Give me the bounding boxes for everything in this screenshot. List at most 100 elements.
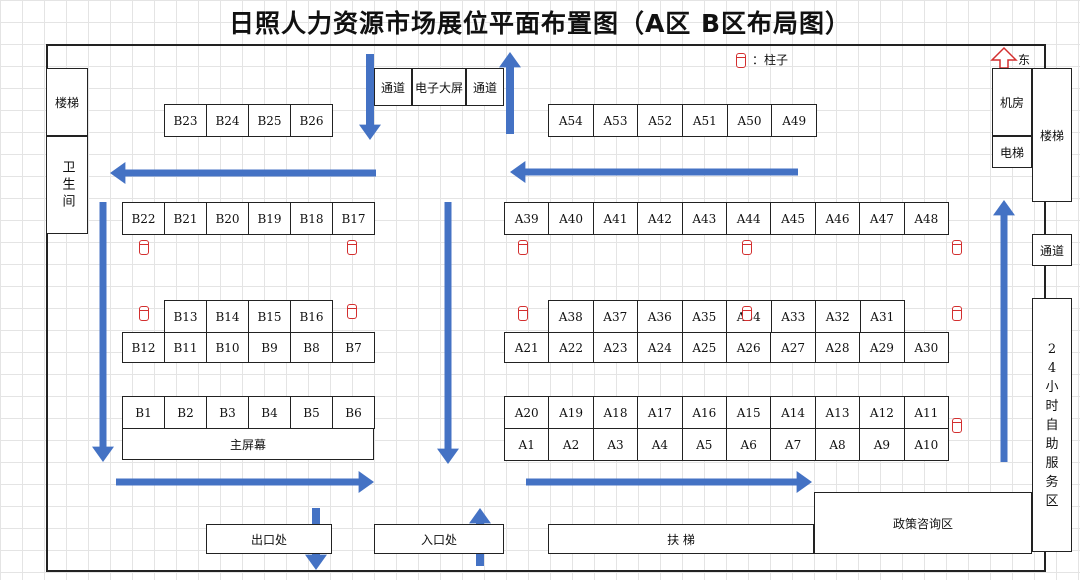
entrance: 入口处 bbox=[374, 524, 504, 554]
booth-a51: A51 bbox=[682, 104, 728, 137]
booth-b6: B6 bbox=[332, 396, 375, 429]
aisle-left-label: 通道 bbox=[380, 80, 405, 95]
stairs-right: 楼梯 bbox=[1032, 68, 1072, 202]
exit: 出口处 bbox=[206, 524, 332, 554]
aisle-left-box: 通道 bbox=[374, 68, 412, 106]
stairs-left: 楼梯 bbox=[46, 68, 88, 136]
booth-a43: A43 bbox=[681, 202, 727, 235]
booth-b23: B23 bbox=[164, 104, 207, 137]
pillar-icon bbox=[139, 240, 149, 255]
booth-a49: A49 bbox=[771, 104, 817, 137]
booth-b1: B1 bbox=[122, 396, 165, 429]
booth-a48: A48 bbox=[903, 202, 949, 235]
main-screen: 主屏幕 bbox=[122, 428, 374, 460]
booth-b19: B19 bbox=[248, 202, 291, 235]
pillar-icon bbox=[952, 306, 962, 321]
escalator-label: 扶 梯 bbox=[667, 532, 695, 547]
booth-a20: A20 bbox=[504, 396, 550, 429]
booth-a8: A8 bbox=[814, 428, 861, 461]
booth-a21: A21 bbox=[504, 332, 550, 363]
booth-b9: B9 bbox=[248, 332, 291, 363]
pillar-icon bbox=[952, 240, 962, 255]
booth-a40: A40 bbox=[548, 202, 594, 235]
booth-a10: A10 bbox=[903, 428, 949, 461]
arrow-right-lower-left bbox=[116, 471, 374, 493]
booth-a24: A24 bbox=[637, 332, 683, 363]
booth-b10: B10 bbox=[206, 332, 249, 363]
booth-b26: B26 bbox=[290, 104, 333, 137]
booth-b11: B11 bbox=[164, 332, 207, 363]
plan-title: 日照人力资源市场展位平面布置图（A区 B区布局图） bbox=[228, 9, 852, 38]
booth-a37: A37 bbox=[592, 300, 638, 333]
booth-a29: A29 bbox=[859, 332, 905, 363]
booth-a7: A7 bbox=[770, 428, 816, 461]
arrow-right-lower-right bbox=[526, 471, 812, 493]
elevator: 电梯 bbox=[992, 136, 1032, 168]
escalator: 扶 梯 bbox=[548, 524, 814, 554]
booth-a19: A19 bbox=[548, 396, 594, 429]
booth-a11: A11 bbox=[903, 396, 949, 429]
pillar-icon bbox=[347, 240, 357, 255]
booth-b7: B7 bbox=[332, 332, 375, 363]
booth-a28: A28 bbox=[814, 332, 861, 363]
booth-a6: A6 bbox=[726, 428, 772, 461]
pillar-legend-label: ：柱子 bbox=[752, 53, 789, 67]
booth-a53: A53 bbox=[592, 104, 639, 137]
booth-a26: A26 bbox=[726, 332, 772, 363]
booth-b16: B16 bbox=[290, 300, 333, 333]
aisle-right-box: 通道 bbox=[466, 68, 504, 106]
booth-a38: A38 bbox=[548, 300, 594, 333]
booth-a32: A32 bbox=[815, 300, 861, 333]
pillar-icon bbox=[347, 304, 357, 319]
booth-a46: A46 bbox=[814, 202, 861, 235]
arrow-down-top-left bbox=[359, 54, 381, 140]
arrow-down-center bbox=[437, 202, 459, 464]
booth-a42: A42 bbox=[637, 202, 683, 235]
booth-b22: B22 bbox=[122, 202, 165, 235]
booth-a1: A1 bbox=[504, 428, 550, 461]
booth-a33: A33 bbox=[770, 300, 816, 333]
aisle-right-label: 通道 bbox=[472, 80, 497, 95]
arrow-up-right bbox=[993, 200, 1015, 462]
arrow-left-upper-right bbox=[510, 161, 798, 183]
booth-a17: A17 bbox=[637, 396, 683, 429]
booth-b12: B12 bbox=[122, 332, 165, 363]
policy-consultation-area: 政策咨询区 bbox=[814, 492, 1032, 554]
arrow-up-top-right bbox=[499, 52, 521, 134]
booth-b18: B18 bbox=[290, 202, 333, 235]
pillar-icon bbox=[518, 240, 528, 255]
booth-a3: A3 bbox=[592, 428, 639, 461]
booth-b21: B21 bbox=[164, 202, 207, 235]
exit-label: 出口处 bbox=[250, 532, 287, 547]
pillar-legend-icon bbox=[736, 53, 746, 68]
arrow-left-upper bbox=[110, 162, 376, 184]
booth-a50: A50 bbox=[726, 104, 773, 137]
booth-a2: A2 bbox=[548, 428, 594, 461]
booth-a54: A54 bbox=[548, 104, 594, 137]
aisle-east: 通道 bbox=[1032, 234, 1072, 266]
entrance-label: 入口处 bbox=[420, 532, 457, 547]
booth-b15: B15 bbox=[248, 300, 291, 333]
restroom-label: 卫生间 bbox=[59, 159, 75, 211]
pillar-icon bbox=[742, 306, 752, 321]
booth-b25: B25 bbox=[248, 104, 291, 137]
east-label: 东 bbox=[1018, 53, 1031, 67]
booth-a27: A27 bbox=[770, 332, 816, 363]
booth-b20: B20 bbox=[206, 202, 249, 235]
booth-b4: B4 bbox=[248, 396, 291, 429]
booth-a45: A45 bbox=[770, 202, 816, 235]
stairs-left-label: 楼梯 bbox=[54, 95, 79, 110]
booth-b8: B8 bbox=[290, 332, 333, 363]
booth-a13: A13 bbox=[814, 396, 861, 429]
main-screen-label: 主屏幕 bbox=[229, 437, 266, 452]
booth-a47: A47 bbox=[859, 202, 905, 235]
booth-a31: A31 bbox=[859, 300, 905, 333]
elevator-label: 电梯 bbox=[999, 145, 1024, 160]
pillar-icon bbox=[139, 306, 149, 321]
booth-b3: B3 bbox=[206, 396, 249, 429]
booth-a16: A16 bbox=[681, 396, 727, 429]
restroom: 卫生间 bbox=[46, 136, 88, 234]
booth-a35: A35 bbox=[681, 300, 727, 333]
